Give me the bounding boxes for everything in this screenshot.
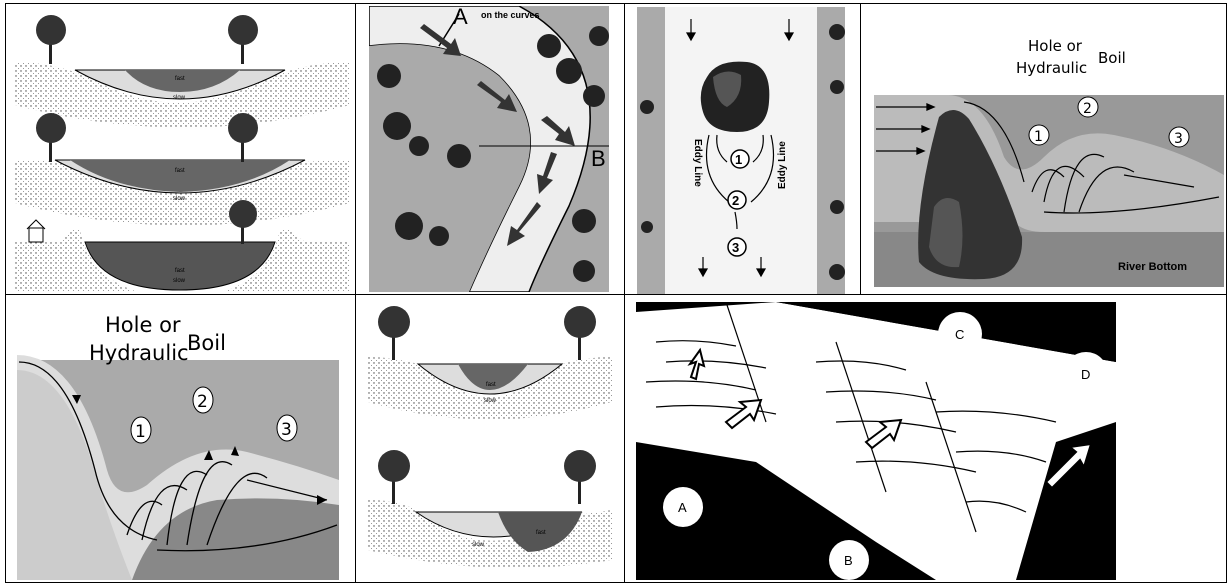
eddy-line-left-label: Eddy Line <box>692 139 703 187</box>
marker-a: A <box>453 6 468 29</box>
slow-label-a: slow <box>484 398 497 404</box>
svg-text:3: 3 <box>281 420 292 440</box>
svg-text:3: 3 <box>732 240 739 255</box>
panel-bend-cross-sections: fast slow fast slow <box>368 302 612 578</box>
slow-label-3: slow <box>173 278 186 284</box>
fast-label-a: fast <box>486 382 496 388</box>
tree-icon <box>564 450 596 504</box>
svg-text:1: 1 <box>135 422 146 442</box>
tree-icon <box>229 200 257 244</box>
circled-number: 3 <box>728 238 746 256</box>
panel-hydraulic-profile: 1 2 3 Hole or Hydraulic Boil River Botto… <box>874 7 1224 287</box>
svg-text:2: 2 <box>732 193 739 208</box>
hole-label-line2: Hydraulic <box>89 341 189 365</box>
svg-text:3: 3 <box>1174 131 1183 147</box>
panel-river-bend: A B on the curves <box>369 6 609 292</box>
slow-label-b: slow <box>472 542 485 548</box>
grid-divider-2 <box>624 3 625 583</box>
circled-number: 3 <box>1169 127 1189 147</box>
circled-letter: C <box>938 312 982 356</box>
svg-text:B: B <box>844 553 853 568</box>
circled-number: 2 <box>728 191 746 209</box>
svg-text:1: 1 <box>1034 129 1043 145</box>
svg-text:1: 1 <box>735 152 742 167</box>
eddy-line-right-label: Eddy Line <box>777 141 788 189</box>
circled-number: 2 <box>193 387 213 413</box>
slow-label-2: slow <box>173 196 186 202</box>
cross-section-1: fast slow <box>15 15 350 128</box>
panel-ledges-sketch: A B C D <box>636 302 1116 580</box>
boil-label: Boil <box>1098 49 1126 67</box>
tree-icon <box>228 15 258 64</box>
panel-hydraulic-closeup: 1 2 3 Hole or Hydraulic Boil <box>17 300 339 580</box>
circled-number: 1 <box>131 417 151 443</box>
curve-caption: on the curves <box>481 10 540 20</box>
circled-number: 2 <box>1078 97 1098 117</box>
fast-label-1: fast <box>175 76 185 82</box>
fast-label-b: fast <box>536 530 546 536</box>
cross-section-asymmetric: fast slow <box>368 450 612 568</box>
grid-divider-3 <box>860 3 861 294</box>
circled-number: 1 <box>1029 125 1049 145</box>
tree-icon <box>36 15 66 64</box>
grid-divider-1 <box>355 3 356 583</box>
svg-text:C: C <box>955 327 964 342</box>
circled-letter: B <box>829 540 869 580</box>
house-icon <box>27 220 45 242</box>
svg-text:A: A <box>678 500 687 515</box>
tree-icon <box>564 306 596 360</box>
fast-label-2: fast <box>175 168 185 174</box>
tree-icon <box>378 450 410 504</box>
hole-label-line1: Hole or <box>1028 37 1083 55</box>
svg-text:2: 2 <box>197 392 208 412</box>
marker-b: B <box>591 146 606 171</box>
river-bottom-label: River Bottom <box>1118 261 1187 273</box>
boil-label: Boil <box>187 331 226 355</box>
svg-text:D: D <box>1081 367 1090 382</box>
tree-icon <box>378 306 410 360</box>
cross-section-symmetric: fast slow <box>368 306 612 420</box>
circled-letter: D <box>1064 352 1108 396</box>
cross-section-2: fast slow <box>15 113 350 226</box>
panel-cross-sections: fast slow fast slow <box>15 10 350 292</box>
fast-label-3: fast <box>175 268 185 274</box>
rock-icon <box>701 62 770 132</box>
panel-eddy-top-view: 1 2 3 Eddy Line Eddy Line <box>637 7 845 294</box>
hole-label-line1: Hole or <box>105 313 181 337</box>
hole-label-line2: Hydraulic <box>1016 59 1087 77</box>
circled-letter: A <box>663 487 703 527</box>
slow-label-1: slow <box>173 95 186 101</box>
circled-number: 1 <box>731 150 749 168</box>
tree-icon <box>36 113 66 162</box>
tree-icon <box>228 113 258 162</box>
grid-divider-horizontal <box>5 294 1227 295</box>
circled-number: 3 <box>277 415 297 441</box>
svg-text:2: 2 <box>1083 101 1092 117</box>
